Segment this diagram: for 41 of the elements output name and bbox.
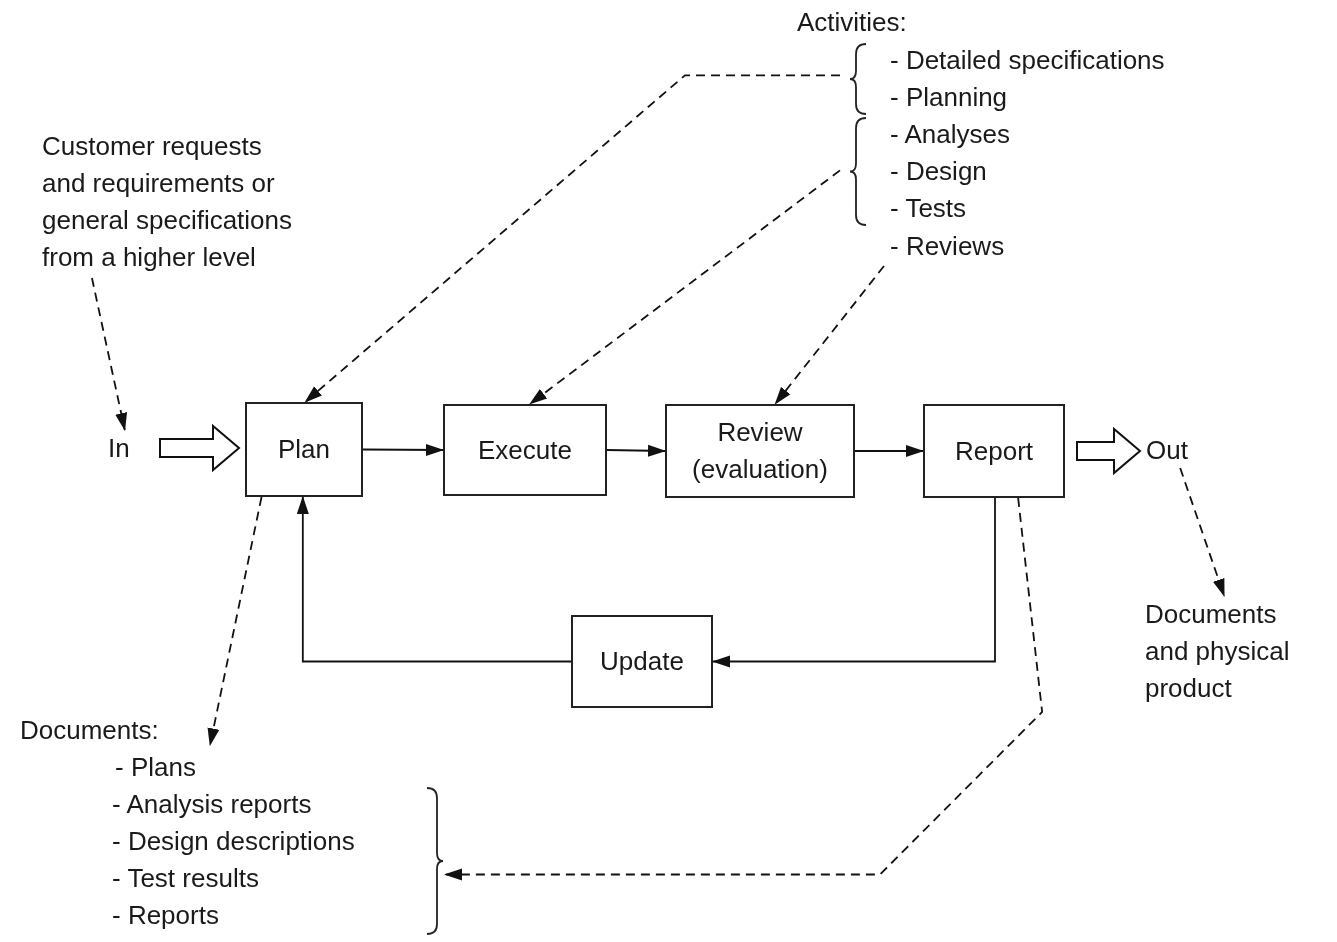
process-box <box>443 404 607 496</box>
list-item: - Analyses <box>890 118 1010 151</box>
box-label: Review (evaluation) <box>691 416 829 486</box>
dashed-arrow <box>444 497 1044 881</box>
text-label: Documents and physical product <box>1145 598 1291 705</box>
box-label: Execute <box>478 433 572 467</box>
dashed-arrow <box>1179 467 1226 597</box>
text-label: Out <box>1146 434 1189 467</box>
list-item: - Design <box>890 155 987 188</box>
text-label: Customer requests and requirements or general specifications from a higher level <box>42 130 294 274</box>
list-item: - Planning <box>890 81 1008 114</box>
list-item: - Detailed specifications <box>890 44 1165 77</box>
dashed-arrow <box>91 277 128 431</box>
list-item: - Analysis reports <box>112 788 312 821</box>
box-label: Plan <box>277 433 330 466</box>
dashed-arrow <box>304 74 841 403</box>
process-box <box>571 615 713 708</box>
arrow <box>854 445 924 457</box>
list-item: - Design descriptions <box>112 825 355 858</box>
text-label: In <box>108 432 131 465</box>
list-item: - Tests <box>890 192 967 225</box>
list-item: Documents: <box>20 714 160 747</box>
box-label: Report <box>954 434 1033 468</box>
list-item: - Reports <box>112 899 219 932</box>
arrow <box>712 497 996 668</box>
dashed-arrow <box>774 265 885 405</box>
process-box <box>923 404 1065 498</box>
arrow <box>296 496 572 663</box>
hollow-arrow <box>1076 426 1142 476</box>
arrow <box>362 443 444 456</box>
list-item: - Plans <box>114 751 197 784</box>
process-box <box>665 404 855 498</box>
hollow-arrow <box>159 423 241 473</box>
dashed-arrow <box>529 169 841 405</box>
list-item: - Test results <box>112 862 259 895</box>
arrow <box>606 444 666 457</box>
list-item: - Reviews <box>890 230 1005 263</box>
box-label: Update <box>600 645 684 678</box>
dashed-arrow <box>207 496 263 747</box>
process-box <box>245 402 363 497</box>
heading-label: Activities: <box>797 6 907 39</box>
